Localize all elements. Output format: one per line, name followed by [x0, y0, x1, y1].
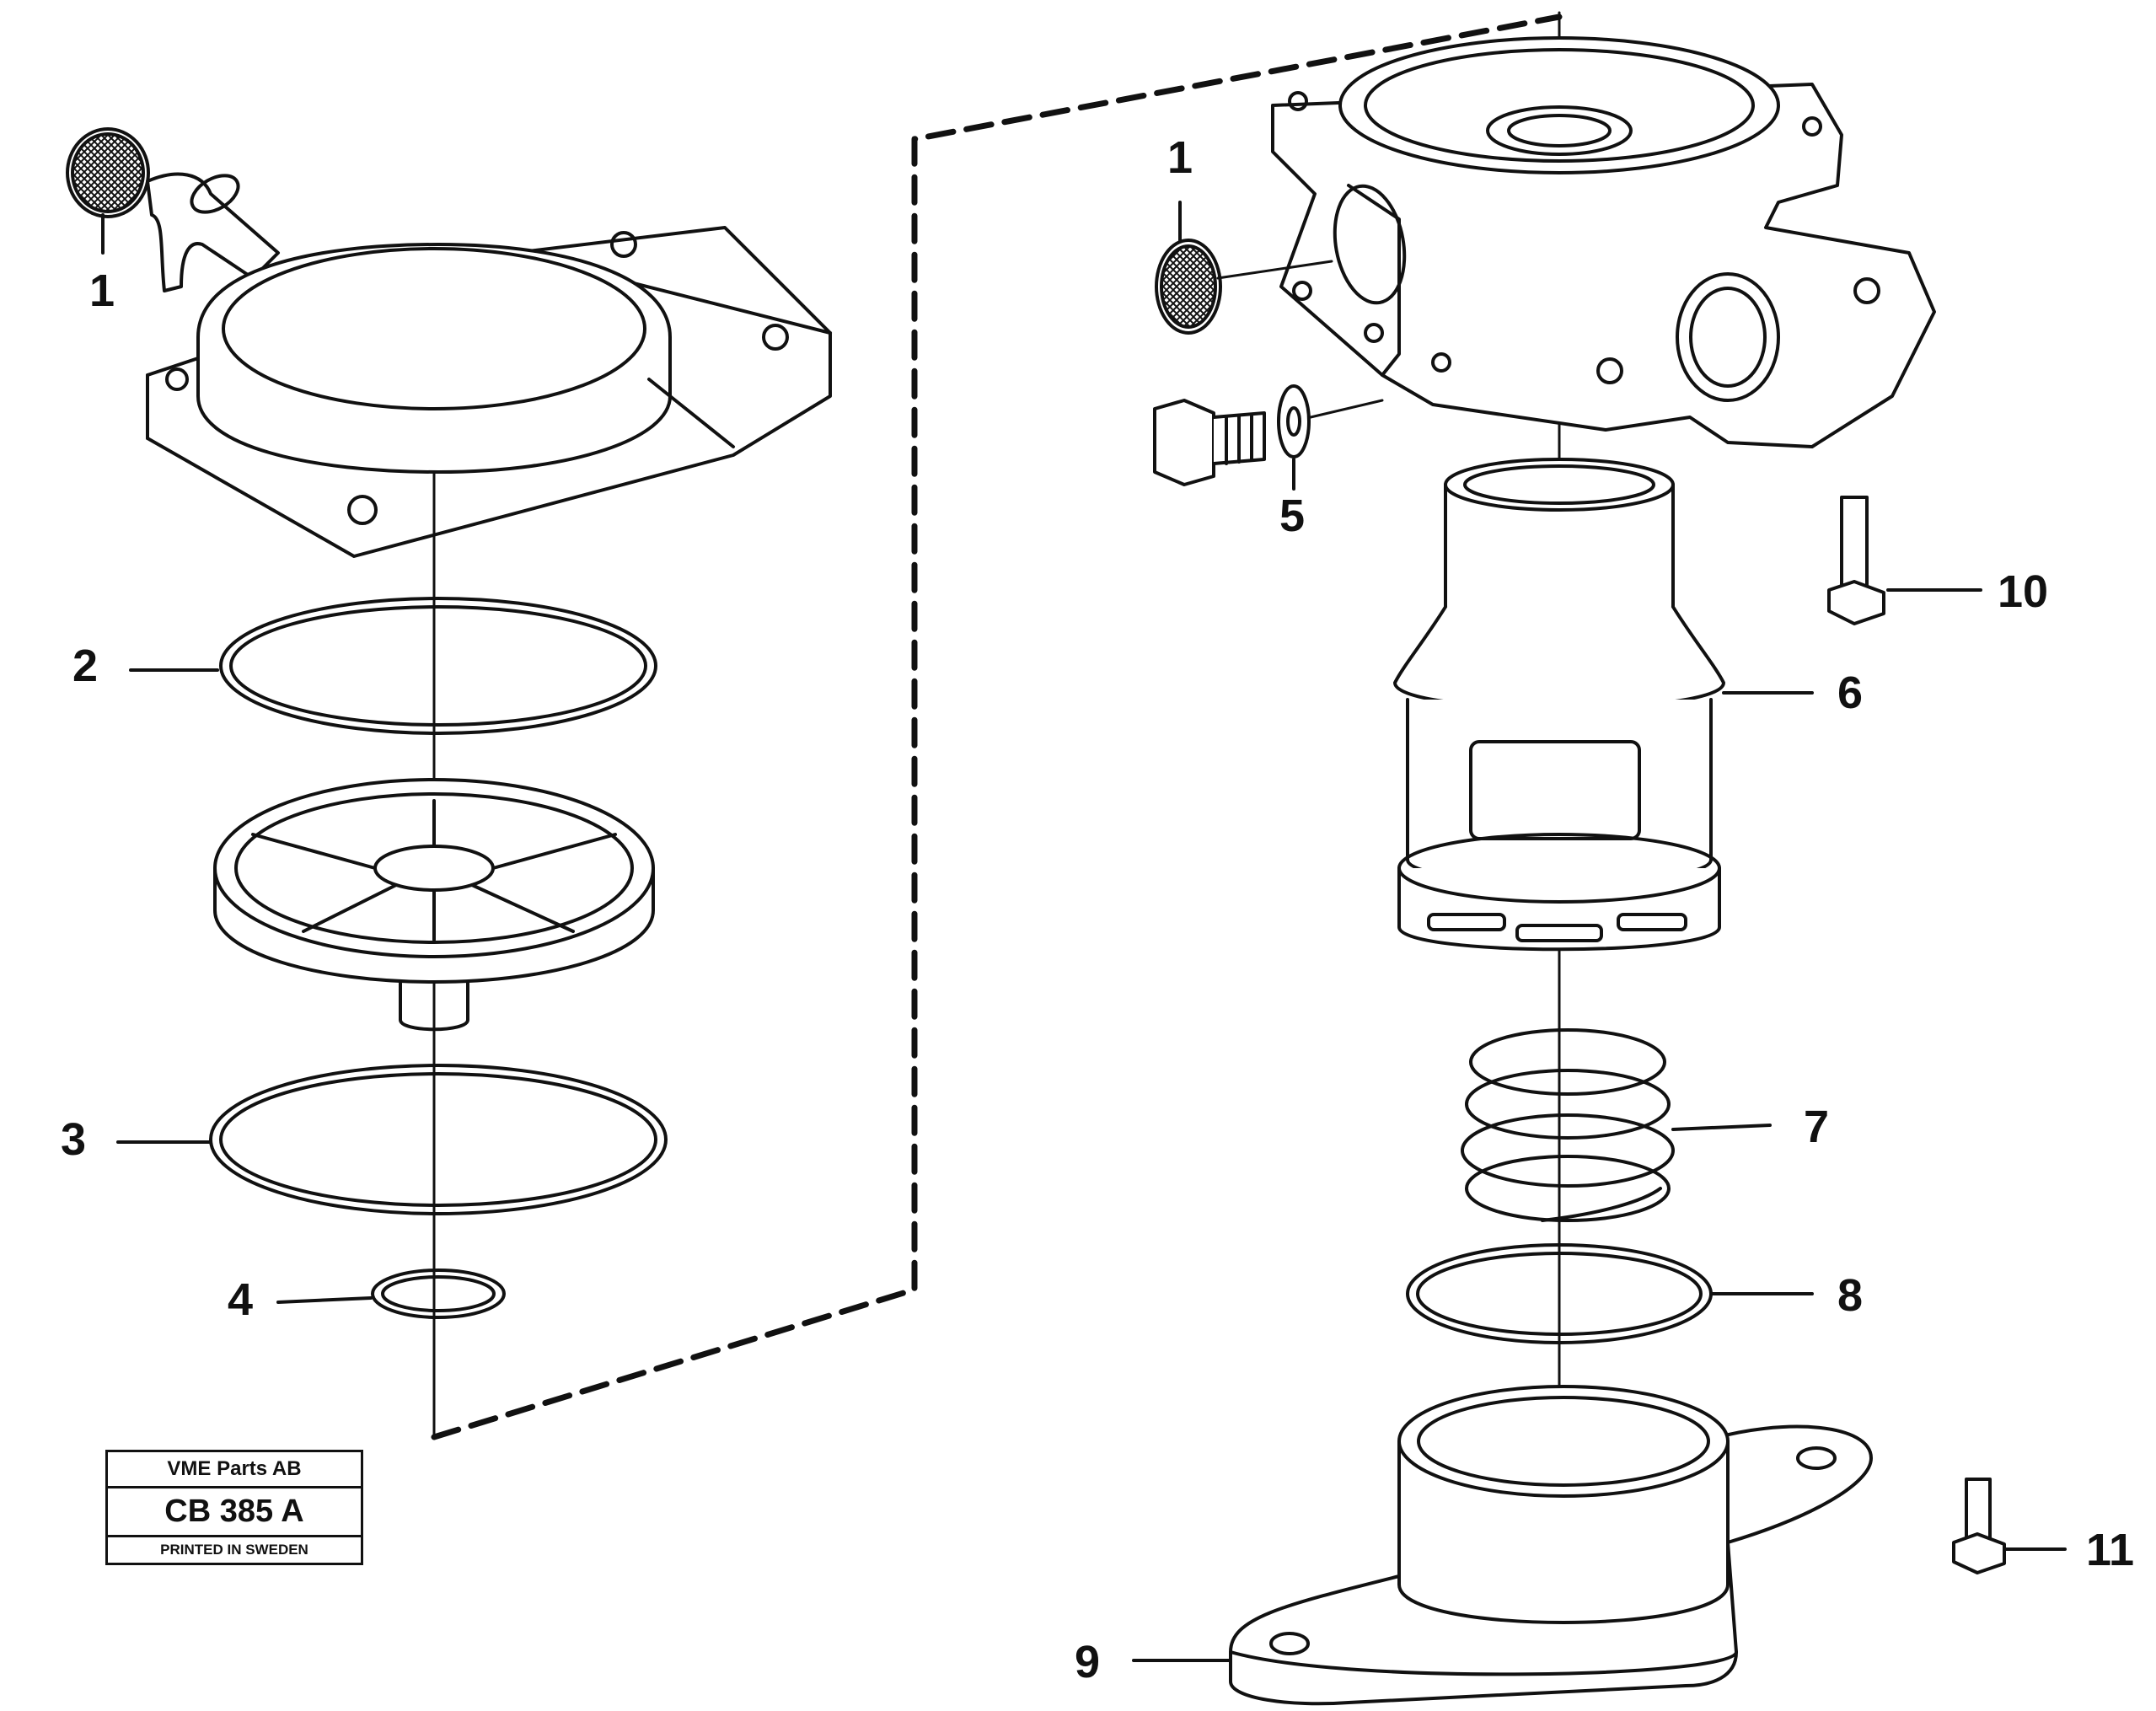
mounting-flange-9 [1229, 1385, 1873, 1706]
callout-10: 10 [1998, 566, 2049, 617]
bolt-11 [1952, 1478, 2006, 1574]
leader-lines [101, 201, 2067, 1662]
left-cover-housing [66, 127, 832, 558]
callout-6: 6 [1837, 668, 1864, 718]
callout-1-left: 1 [89, 266, 115, 316]
valve-disc [213, 778, 655, 1032]
o-ring-2 [219, 597, 657, 735]
strainer-screen-right [1160, 244, 1217, 329]
callout-11: 11 [2086, 1525, 2135, 1575]
strainer-screen-left [71, 132, 145, 213]
callout-3: 3 [61, 1114, 87, 1165]
reference-stamp: VME Parts AB CB 385 A PRINTED IN SWEDEN [105, 1450, 363, 1565]
dashed-assembly-link [431, 13, 1563, 1440]
callout-8: 8 [1837, 1270, 1864, 1321]
callout-5: 5 [1279, 491, 1306, 541]
callout-7: 7 [1804, 1102, 1830, 1152]
stamp-code: CB 385 A [108, 1488, 361, 1537]
stamp-printed: PRINTED IN SWEDEN [160, 1542, 308, 1558]
callout-9: 9 [1075, 1637, 1101, 1687]
o-ring-3 [209, 1064, 668, 1215]
cartridge-6 [1393, 458, 1725, 952]
callout-1-right: 1 [1167, 132, 1193, 183]
callout-4: 4 [228, 1274, 254, 1325]
bolt-10 [1827, 496, 1885, 625]
small-seal-4 [371, 1268, 506, 1319]
valve-body [1271, 36, 1936, 448]
spring-7 [1461, 1028, 1675, 1222]
stamp-company: VME Parts AB [108, 1452, 361, 1488]
bolt-washer-5 [1153, 384, 1384, 486]
callout-2: 2 [72, 641, 99, 691]
